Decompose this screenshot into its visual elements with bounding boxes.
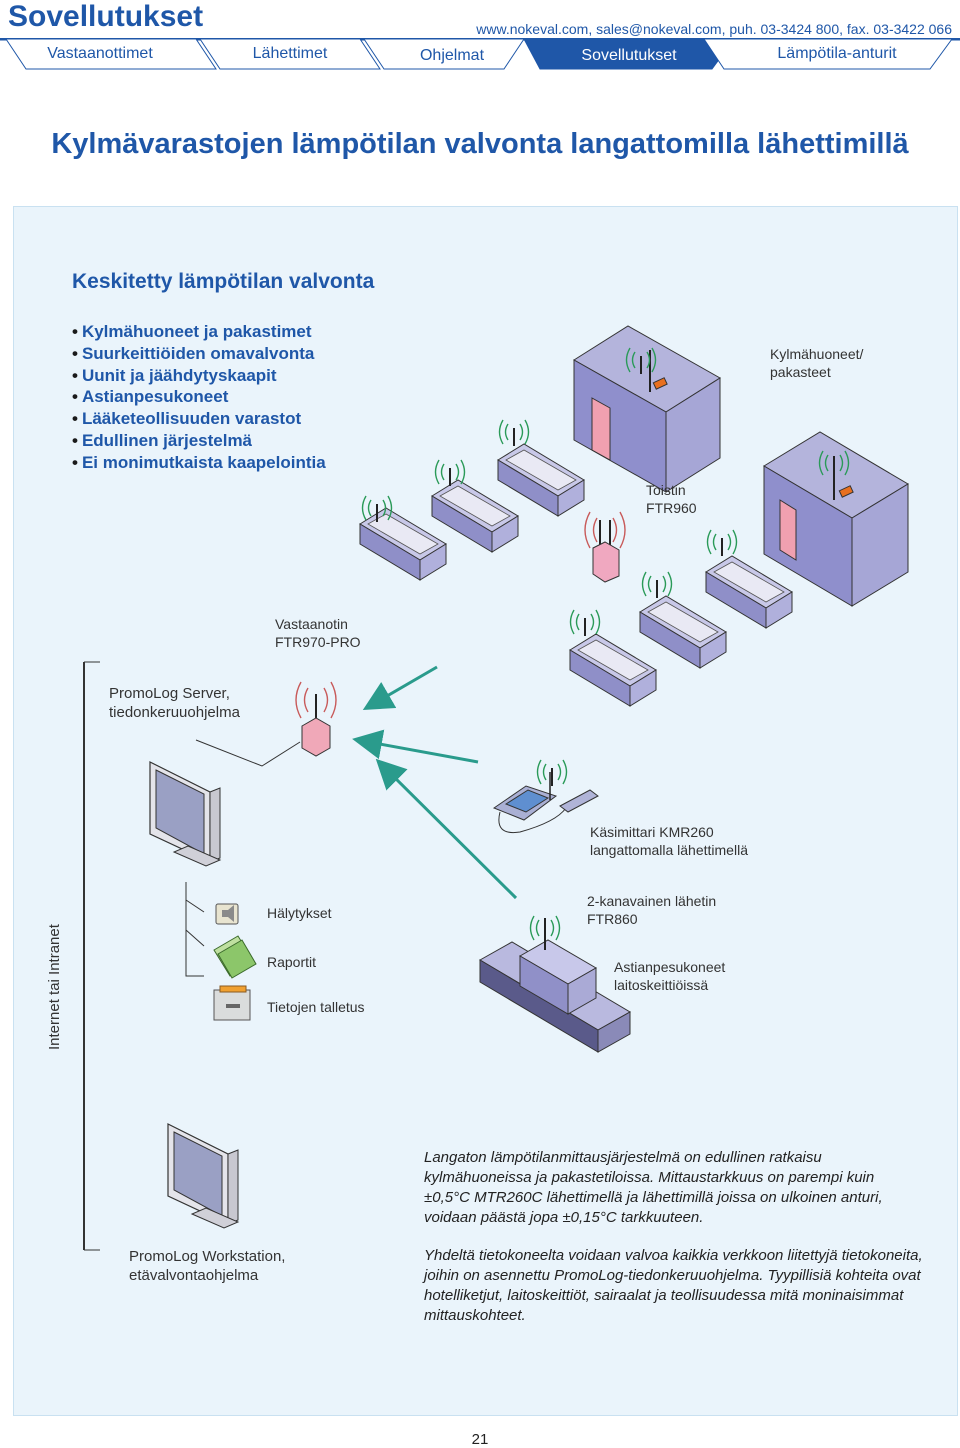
dishwasher-line xyxy=(479,915,631,1053)
alarms-label: Hälytykset xyxy=(267,905,332,921)
cold-room-2 xyxy=(763,431,909,607)
handheld-meter xyxy=(492,759,599,834)
tab-lampotila-anturit[interactable]: Lämpötila-anturit xyxy=(777,45,897,62)
tab-ohjelmat[interactable]: Ohjelmat xyxy=(419,47,485,64)
page-number: 21 xyxy=(471,1431,489,1448)
paragraph-network: Yhdeltä tietokoneelta voidaan valvoa kai… xyxy=(424,1247,923,1324)
list-item: Astianpesukoneet xyxy=(72,386,326,408)
list-item: Suurkeittiöiden omavalvonta xyxy=(72,343,326,365)
receiver-device xyxy=(295,681,337,757)
nav-tabs: Vastaanottimet Lähettimet Ohjelmat Sovel… xyxy=(0,38,960,72)
speaker-icon xyxy=(215,903,239,925)
network-label: Internet tai Intranet xyxy=(46,924,63,1050)
receiver-label: Vastaanotin FTR970-PRO xyxy=(275,616,361,650)
page-title: Kylmävarastojen lämpötilan valvonta lang… xyxy=(51,128,909,160)
contact-info: www.nokeval.com, sales@nokeval.com, puh.… xyxy=(476,21,952,37)
server-label: PromoLog Server, tiedonkeruuohjelma xyxy=(109,685,240,721)
brand-title: Sovellutukset xyxy=(8,0,204,33)
tab-sovellutukset[interactable]: Sovellutukset xyxy=(581,47,677,64)
list-item: Kylmähuoneet ja pakastimet xyxy=(72,321,326,343)
dishwashers-label: Astianpesukoneet laitoskeittiöissä xyxy=(614,959,726,993)
tab-lahettimet[interactable]: Lähettimet xyxy=(252,45,328,62)
storage-label: Tietojen talletus xyxy=(267,999,365,1015)
storage-icon xyxy=(213,985,251,1021)
list-item: Ei monimutkaista kaapelointia xyxy=(72,452,326,474)
list-item: Lääketeollisuuden varastot xyxy=(72,408,326,430)
handheld-label: Käsimittari KMR260 langattomalla lähetti… xyxy=(590,824,748,858)
cold-room-1 xyxy=(573,325,721,493)
workstation-label: PromoLog Workstation, etävalvontaohjelma xyxy=(129,1248,286,1284)
repeater-label: Toistin FTR960 xyxy=(646,482,697,516)
repeater-device xyxy=(584,511,626,583)
cold-rooms-label: Kylmähuoneet/ pakasteet xyxy=(770,346,864,380)
tab-vastaanottimet[interactable]: Vastaanottimet xyxy=(47,45,153,62)
reports-label: Raportit xyxy=(267,954,317,970)
tab-shapes xyxy=(0,38,960,70)
panel-subtitle: Keskitetty lämpötilan valvonta xyxy=(72,270,375,293)
report-icon xyxy=(213,935,257,979)
list-item: Edullinen järjestelmä xyxy=(72,430,326,452)
transmitter-label: 2-kanavainen lähetin FTR860 xyxy=(587,893,717,927)
list-item: Uunit ja jäähdytyskaapit xyxy=(72,365,326,387)
feature-list: Kylmähuoneet ja pakastimet Suurkeittiöid… xyxy=(72,321,326,474)
paragraph-accuracy: Langaton lämpötilanmittausjärjestelmä on… xyxy=(424,1149,883,1226)
